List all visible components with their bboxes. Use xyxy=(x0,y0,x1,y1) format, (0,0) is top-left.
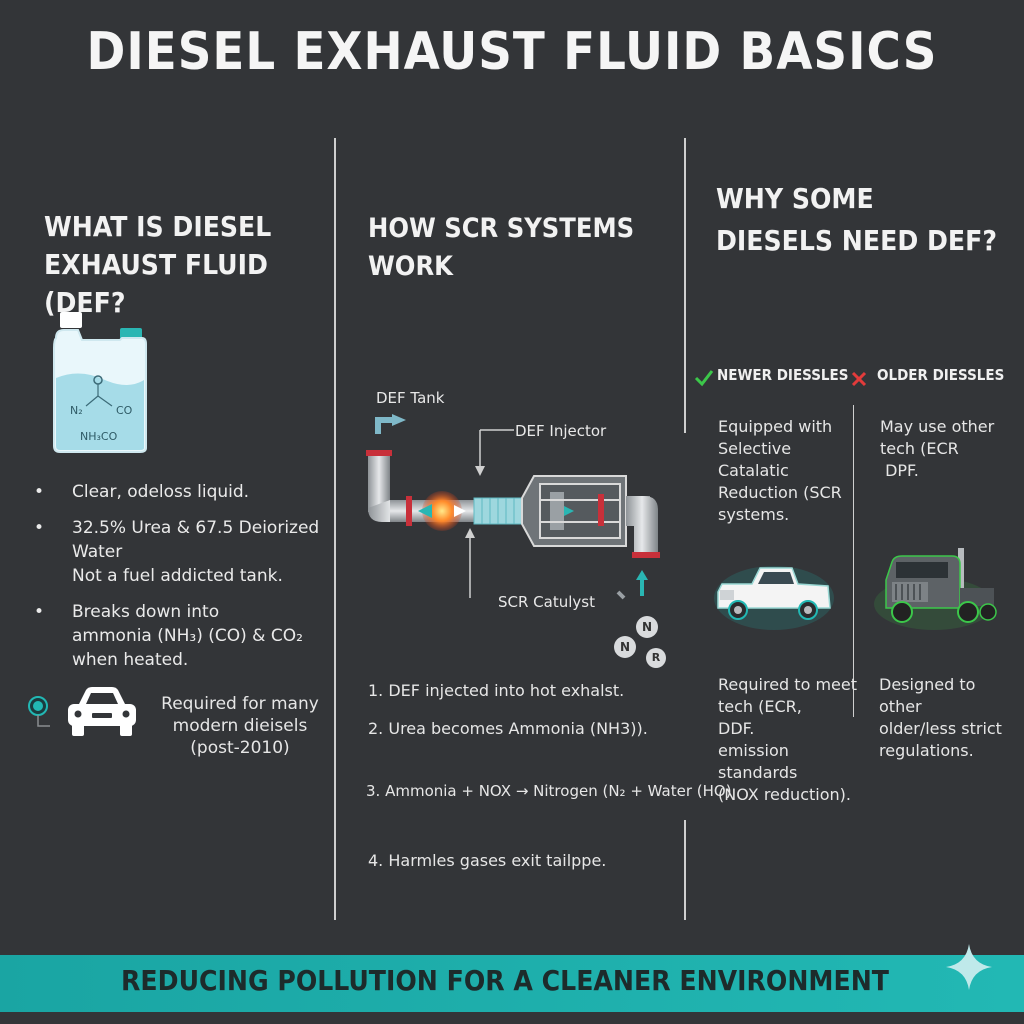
column-divider-right xyxy=(684,138,686,433)
check-icon xyxy=(694,368,714,388)
bullet-line: Not a fuel addicted tank. xyxy=(72,566,283,586)
pickup-truck-icon xyxy=(712,558,836,632)
newer-label: NEWER DIESSLES xyxy=(717,366,849,384)
required-line: modern dieisels xyxy=(172,716,308,736)
car-icon xyxy=(64,684,140,740)
jug-formula-2: CO xyxy=(116,404,133,417)
col2-heading: HOW SCR SYSTEMS WORK xyxy=(368,213,635,282)
req-line: Designed to other xyxy=(879,675,976,716)
req-line: emission standards xyxy=(718,741,798,782)
older-desc: May use other tech (ECR DPF. xyxy=(880,416,1020,482)
desc-line: Reduction (SCR xyxy=(718,483,842,502)
required-line: Required for many xyxy=(161,694,319,714)
cross-icon xyxy=(850,370,868,388)
col3-heading: WHY SOME DIESELS NEED DEF? xyxy=(716,178,1016,262)
label-scr-catalyst: SCR Catulyst xyxy=(498,593,595,611)
semi-truck-icon xyxy=(872,544,998,634)
desc-line: Selective xyxy=(718,439,792,458)
col1-bullet-2: • 32.5% Urea & 67.5 Deiorized Water Not … xyxy=(34,516,334,588)
molecule-1: N xyxy=(636,616,658,638)
label-def-injector: DEF Injector xyxy=(515,422,607,440)
req-line: DDF. xyxy=(718,719,755,738)
jug-formula-1: N₂ xyxy=(70,404,83,417)
desc-line: May use other xyxy=(880,417,995,436)
bullet-line: Breaks down into xyxy=(72,602,220,622)
bullet-dot: • xyxy=(34,602,45,622)
desc-line: systems. xyxy=(718,505,790,524)
older-req: Designed to other older/less strict regu… xyxy=(879,674,1019,762)
col1-heading-line1: WHAT IS DIESEL xyxy=(44,210,272,243)
bullet-line: ammonia (NH₃) (CO) & CO₂ xyxy=(72,626,303,646)
req-line: regulations. xyxy=(879,741,974,760)
scr-pipe-diagram xyxy=(354,410,674,600)
column-divider-inner xyxy=(853,405,854,717)
bullet-dot: • xyxy=(34,482,45,502)
footer-banner xyxy=(0,955,1024,1012)
col1-heading-line2: EXHAUST FLUID (DEF? xyxy=(44,248,268,319)
req-line: tech (ECR, xyxy=(718,697,802,716)
col3-heading-line1: WHY SOME xyxy=(716,182,874,215)
bullet-dot: • xyxy=(34,518,45,538)
req-line: Required to meet xyxy=(718,675,857,694)
bullet-line: Clear, odeloss liquid. xyxy=(72,482,250,502)
column-divider-left xyxy=(334,138,336,920)
label-def-tank: DEF Tank xyxy=(376,389,445,407)
col1-bullet-1: • Clear, odeloss liquid. xyxy=(34,480,334,504)
footer-text: REDUCING POLLUTION FOR A CLEANER ENVIRON… xyxy=(121,964,889,997)
def-jug-icon: N₂ CO NH₃CO xyxy=(50,308,150,454)
bullet-line: when heated. xyxy=(72,650,189,670)
step-4: 4. Harmles gases exit tailppe. xyxy=(368,851,607,870)
column-divider-right-lower xyxy=(684,820,686,920)
required-text: Required for many modern dieisels (post-… xyxy=(150,693,330,759)
col1-bullet-list: • Clear, odeloss liquid. • 32.5% Urea & … xyxy=(34,480,334,684)
step-2: 2. Urea becomes Ammonia (NH3)). xyxy=(368,719,648,738)
desc-line: tech (ECR xyxy=(880,439,959,458)
step-3: 3. Ammonia + NOX → Nitrogen (N₂ + Water … xyxy=(366,782,732,800)
desc-line: DPF. xyxy=(880,461,919,480)
col3-heading-line2: DIESELS NEED DEF? xyxy=(716,224,997,257)
jug-label: NH₃CO xyxy=(80,430,118,443)
bullet-line: 32.5% Urea & 67.5 Deiorized Water xyxy=(72,518,320,562)
sparkle-icon xyxy=(944,942,994,992)
col1-bullet-3: • Breaks down into ammonia (NH₃) (CO) & … xyxy=(34,600,334,672)
molecule-3: R xyxy=(646,648,666,668)
newer-req: Required to meet tech (ECR, DDF. emissio… xyxy=(718,674,868,806)
teal-dot-icon xyxy=(26,694,50,734)
desc-line: Equipped with xyxy=(718,417,833,436)
desc-line: Catalatic xyxy=(718,461,789,480)
page-title: DIESEL EXHAUST FLUID BASICS xyxy=(86,22,938,82)
older-label: OLDER DIESSLES xyxy=(877,366,1005,384)
req-line: older/less strict xyxy=(879,719,1002,738)
step-1: 1. DEF injected into hot exhalst. xyxy=(368,681,625,700)
required-line: (post-2010) xyxy=(190,738,290,758)
newer-desc: Equipped with Selective Catalatic Reduct… xyxy=(718,416,848,526)
molecule-2: N xyxy=(614,636,636,658)
req-line: (NOX reduction). xyxy=(718,785,851,804)
col1-heading: WHAT IS DIESEL EXHAUST FLUID (DEF? xyxy=(44,208,324,322)
